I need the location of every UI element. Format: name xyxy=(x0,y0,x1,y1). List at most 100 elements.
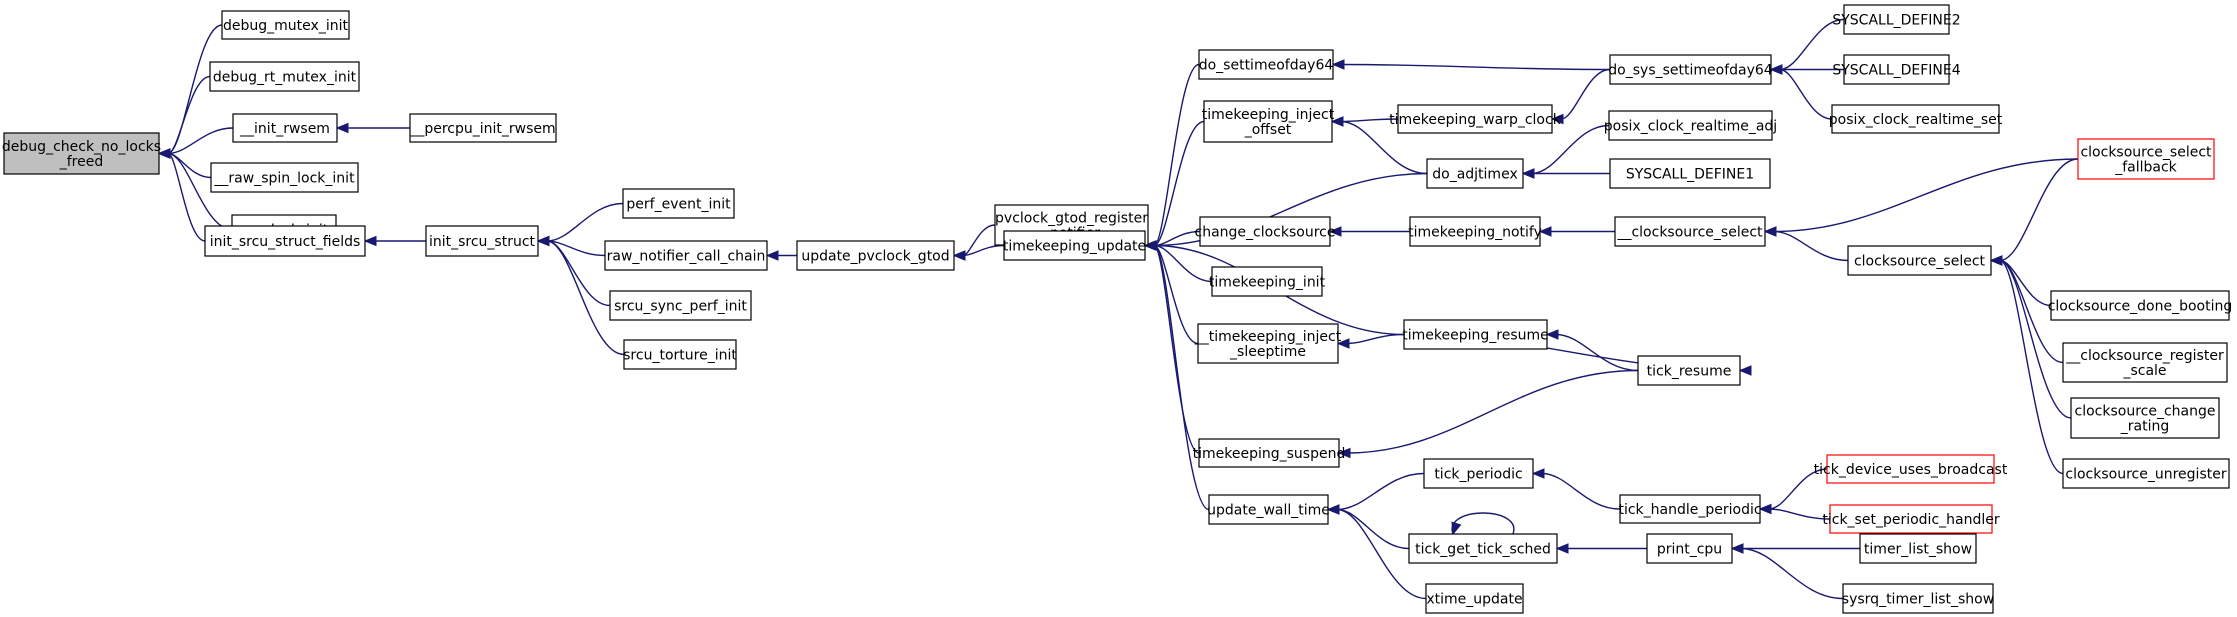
edge-arrowhead xyxy=(536,235,550,247)
node-init-srcu-struct-fields[interactable]: init_srcu_struct_fields xyxy=(204,225,366,257)
node-update-pvclock-gtod[interactable]: update_pvclock_gtod xyxy=(796,240,955,271)
node-label: update_pvclock_gtod xyxy=(801,249,949,265)
node-tick-resume[interactable]: tick_resume xyxy=(1637,355,1741,386)
node-tick-periodic[interactable]: tick_periodic xyxy=(1423,458,1534,489)
node-label: clocksource_unregister xyxy=(2065,467,2226,483)
node-clocksource-select[interactable]: clocksource_select xyxy=(1847,245,1992,276)
node-clocksource-unregister[interactable]: clocksource_unregister xyxy=(2062,458,2230,489)
edge-line xyxy=(1340,120,1428,175)
node-xtime-update[interactable]: xtime_update xyxy=(1425,583,1524,614)
node-label: timekeeping_resume xyxy=(1402,328,1548,344)
edge-arrowhead xyxy=(1769,64,1783,75)
node-init-srcu-struct[interactable]: init_srcu_struct xyxy=(425,225,539,257)
edge-line xyxy=(546,202,624,242)
node-layer: debug_check_no_locks_freed debug_mutex_in… xyxy=(2,4,2233,614)
node-percpu-init-rwsem[interactable]: __percpu_init_rwsem xyxy=(409,113,557,143)
edge-line xyxy=(1531,124,1610,175)
node-box xyxy=(2050,290,2230,321)
node-box xyxy=(1637,355,1741,386)
node-do-sys-settimeofday64[interactable]: do_sys_settimeofday64 xyxy=(1608,54,1773,85)
node-perf-event-init[interactable]: perf_event_init xyxy=(622,188,735,219)
edge-line xyxy=(1346,333,1405,345)
edge-line xyxy=(1999,259,2072,419)
node-label: debug_rt_mutex_init xyxy=(213,70,357,86)
node-timekeeping-init[interactable]: timekeeping_init xyxy=(1209,266,1326,297)
node-box xyxy=(1831,104,2000,134)
node-box xyxy=(1843,4,1950,35)
node-box xyxy=(1197,323,1339,364)
node-do-settimeofday64[interactable]: do_settimeofday64 xyxy=(1198,49,1334,80)
node-label: timekeeping_update xyxy=(1003,239,1146,255)
node-label: tick_get_tick_sched xyxy=(1415,542,1551,558)
node-label: clocksource_select xyxy=(2080,145,2212,161)
node-label: tick_resume xyxy=(1647,364,1732,380)
edge-arrowhead xyxy=(1326,504,1340,515)
node-update-wall-time[interactable]: update_wall_time xyxy=(1207,494,1330,525)
node-label: init_srcu_struct_fields xyxy=(210,234,361,250)
edge-line xyxy=(1999,259,2064,475)
node-posix-clock-realtime-set[interactable]: posix_clock_realtime_set xyxy=(1829,104,2003,134)
node-label: __percpu_init_rwsem xyxy=(409,121,555,137)
node-timekeeping-resume[interactable]: timekeeping_resume xyxy=(1402,319,1549,350)
node-do-adjtimex[interactable]: do_adjtimex xyxy=(1426,158,1524,189)
node-posix-clock-realtime-adj[interactable]: posix_clock_realtime_adj xyxy=(1604,110,1777,141)
node-box xyxy=(425,225,539,257)
node-tick-set-periodic-handler[interactable]: tick_set_periodic_handler xyxy=(1822,504,2000,534)
node-srcu-sync-perf-init[interactable]: srcu_sync_perf_init xyxy=(609,290,752,321)
node-timekeeping-inject-sleeptime[interactable]: __timekeeping_inject_sleeptime xyxy=(1194,323,1342,364)
node-tick-get-tick-sched[interactable]: tick_get_tick_sched xyxy=(1408,533,1558,564)
node-box xyxy=(2062,458,2230,489)
node-box xyxy=(1609,54,1772,85)
edge-n7-to-n3 xyxy=(335,122,411,134)
edge-arrowhead xyxy=(1730,543,1744,554)
node-label: SYSCALL_DEFINE1 xyxy=(1626,167,1754,183)
edge-arrowhead xyxy=(1337,447,1351,459)
node-init-rwsem[interactable]: __init_rwsem xyxy=(232,113,338,143)
node-box xyxy=(1859,533,1977,564)
node-clocksource-select[interactable]: __clocksource_select xyxy=(1614,216,1766,247)
node-timekeeping-suspend[interactable]: timekeeping_suspend xyxy=(1193,438,1346,468)
node-timekeeping-update[interactable]: timekeeping_update xyxy=(1003,230,1146,261)
node-syscall-define1[interactable]: SYSCALL_DEFINE1 xyxy=(1609,158,1771,189)
node-label: posix_clock_realtime_set xyxy=(1829,112,2003,128)
node-clocksource-register-scale[interactable]: __clocksource_register_scale xyxy=(2062,342,2228,383)
node-box xyxy=(2062,342,2228,383)
edge-line xyxy=(1347,369,1639,454)
node-raw-notifier-call-chain[interactable]: raw_notifier_call_chain xyxy=(604,240,768,271)
node-srcu-torture-init[interactable]: srcu_torture_init xyxy=(623,339,737,370)
node-debug-mutex-init[interactable]: debug_mutex_init xyxy=(221,10,350,40)
node-box xyxy=(604,240,768,271)
node-box xyxy=(409,113,557,143)
edge-line xyxy=(1153,244,1200,454)
node-raw-spin-lock-init[interactable]: __raw_spin_lock_init xyxy=(210,162,359,193)
node-tick-device-uses-broadcast[interactable]: tick_device_uses_broadcast xyxy=(1814,454,2008,484)
node-label: __clocksource_select xyxy=(1616,225,1763,241)
node-syscall-define4[interactable]: SYSCALL_DEFINE4 xyxy=(1832,54,1961,85)
node-tick-handle-periodic[interactable]: tick_handle_periodic xyxy=(1618,494,1762,524)
node-timekeeping-warp-clock[interactable]: timekeeping_warp_clock xyxy=(1389,104,1562,134)
node-syscall-define2[interactable]: SYSCALL_DEFINE2 xyxy=(1832,4,1961,35)
node-timekeeping-notify[interactable]: timekeeping_notify xyxy=(1408,216,1542,247)
edge-line xyxy=(1153,244,1213,283)
edge-arrowhead xyxy=(1328,226,1342,237)
node-label: srcu_torture_init xyxy=(623,348,737,364)
edge-arrowhead xyxy=(1738,365,1752,376)
node-label: do_settimeofday64 xyxy=(1199,58,1334,74)
node-print-cpu[interactable]: print_cpu xyxy=(1646,533,1733,564)
node-sysrq-timer-list-show[interactable]: sysrq_timer_list_show xyxy=(1842,583,1994,614)
node-change-clocksource[interactable]: change_clocksource xyxy=(1195,216,1336,247)
node-label: timekeeping_notify xyxy=(1408,225,1542,241)
node-clocksource-change-rating[interactable]: clocksource_change_rating xyxy=(2070,397,2220,439)
edge-arrowhead xyxy=(1331,59,1345,70)
node-timekeeping-inject-offset[interactable]: timekeeping_inject_offset xyxy=(1202,100,1335,143)
node-label: timekeeping_warp_clock xyxy=(1389,112,1562,128)
node-label: _fallback xyxy=(2114,160,2177,176)
node-timer-list-show[interactable]: timer_list_show xyxy=(1859,533,1977,564)
node-clocksource-done-booting[interactable]: clocksource_done_booting xyxy=(2048,290,2233,321)
edge-n49-to-n39 xyxy=(1730,543,1844,600)
node-debug-rt-mutex-init[interactable]: debug_rt_mutex_init xyxy=(209,61,360,92)
edge-n39-to-n29 xyxy=(1555,543,1647,554)
node-clocksource-select-fallback[interactable]: clocksource_select_fallback xyxy=(2077,138,2215,180)
node-label: debug_check_no_locks xyxy=(2,139,161,155)
node-debug-check-no-locks-freed[interactable]: debug_check_no_locks_freed xyxy=(2,132,161,175)
